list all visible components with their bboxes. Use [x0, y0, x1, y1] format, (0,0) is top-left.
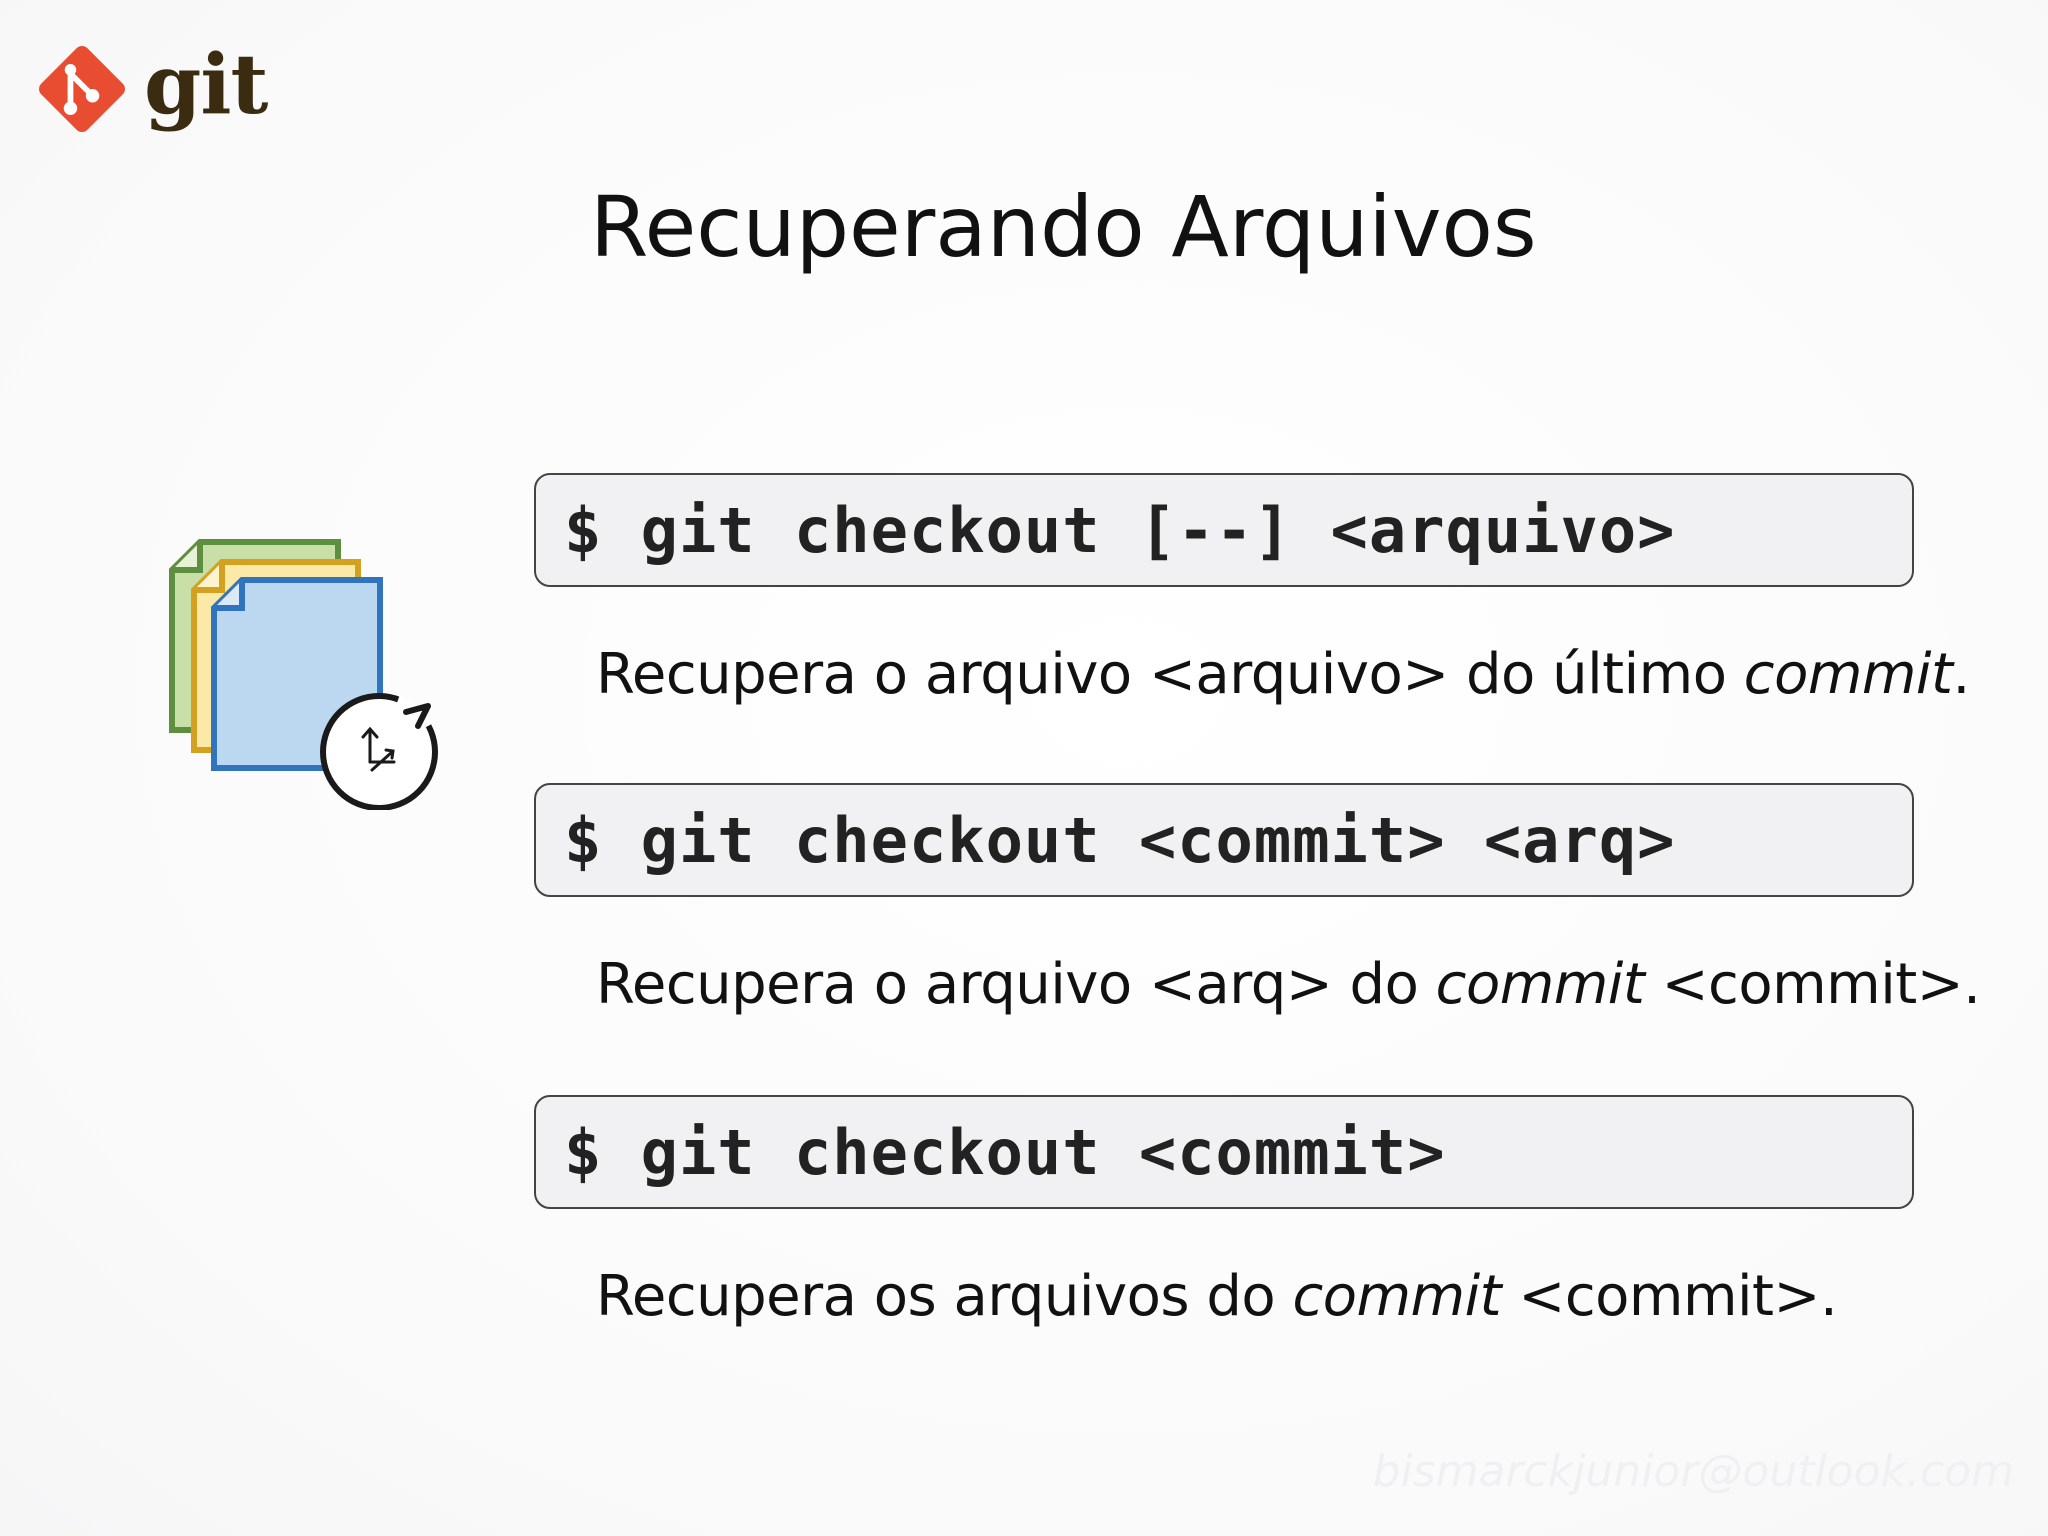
watermark: bismarckjunior@outlook.com [1372, 1446, 2014, 1497]
page-title: Recuperando Arquivos [590, 178, 1537, 276]
description-text: Recupera o arquivo <arq> do [596, 952, 1436, 1017]
command-box-2: $ git checkout <commit> <arq> [534, 783, 1914, 897]
description-text-end: . [1952, 642, 1970, 707]
command-box-3: $ git checkout <commit> [534, 1095, 1914, 1209]
command-text: $ git checkout [--] <arquivo> [564, 493, 1676, 567]
git-logo-icon [39, 46, 125, 132]
description-emphasis: commit [1435, 952, 1645, 1017]
command-description-3: Recupera os arquivos do commit <commit>. [596, 1264, 1838, 1329]
description-text-end: <commit>. [1501, 1264, 1838, 1329]
command-box-1: $ git checkout [--] <arquivo> [534, 473, 1914, 587]
description-emphasis: commit [1292, 1264, 1502, 1329]
command-text: $ git checkout <commit> <arq> [564, 803, 1676, 877]
restore-files-icon [169, 539, 438, 810]
description-emphasis: commit [1743, 642, 1953, 707]
command-description-1: Recupera o arquivo <arquivo> do último c… [596, 642, 1970, 707]
command-text: $ git checkout <commit> [564, 1115, 1446, 1189]
description-text: Recupera os arquivos do [596, 1264, 1293, 1329]
description-text-end: <commit>. [1644, 952, 1981, 1017]
logo-text: git [144, 37, 268, 133]
git-logo: git [34, 34, 268, 144]
description-text: Recupera o arquivo <arquivo> do último [596, 642, 1744, 707]
command-description-2: Recupera o arquivo <arq> do commit <comm… [596, 952, 1981, 1017]
